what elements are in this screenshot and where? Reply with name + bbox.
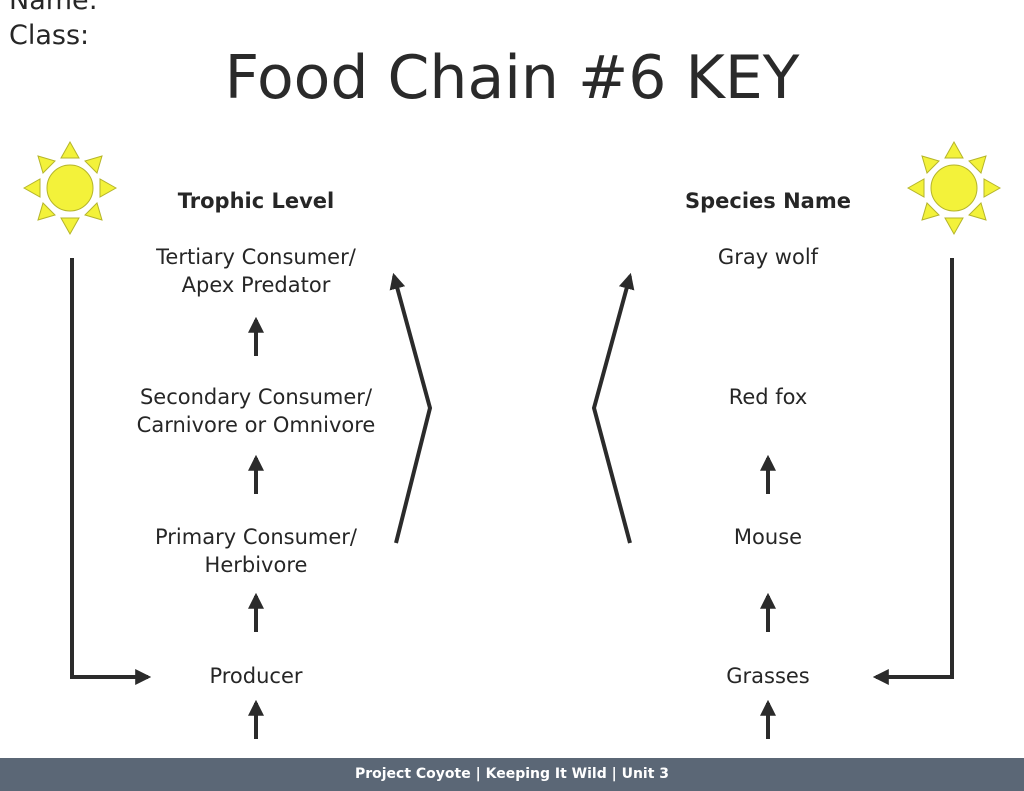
left-chevron-arrow <box>389 272 433 544</box>
sun-to-grasses-connector <box>872 258 954 685</box>
species-name-item: Red fox <box>728 385 808 409</box>
sun-to-producer-connector <box>70 258 152 685</box>
trophic-level-line: Primary Consumer/ <box>155 525 357 549</box>
name-label: Name: <box>9 0 98 16</box>
species-name-item: Grasses <box>726 664 810 688</box>
food-chain-diagram <box>23 141 1001 739</box>
trophic-level-heading: Trophic Level <box>177 189 335 213</box>
trophic-level-primary: Primary Consumer/ Herbivore <box>106 523 406 579</box>
trophic-level-line: Carnivore or Omnivore <box>136 413 376 437</box>
right-chevron-arrow <box>591 272 635 544</box>
page-title: Food Chain #6 KEY <box>224 43 800 113</box>
species-name-heading: Species Name <box>685 189 851 213</box>
trophic-level-line: Apex Predator <box>181 273 331 297</box>
sun-icon-right <box>907 141 1001 235</box>
trophic-level-line: Secondary Consumer/ <box>139 385 373 409</box>
footer-bar: Project Coyote | Keeping It Wild | Unit … <box>0 758 1024 791</box>
species-name-item: Mouse <box>733 525 803 549</box>
footer-text: Project Coyote | Keeping It Wild | Unit … <box>354 766 670 782</box>
species-name-item: Gray wolf <box>717 245 819 269</box>
class-label: Class: <box>9 20 90 51</box>
trophic-level-secondary: Secondary Consumer/ Carnivore or Omnivor… <box>106 383 406 439</box>
trophic-level-line: Tertiary Consumer/ <box>156 245 356 269</box>
trophic-level-line: Herbivore <box>204 553 308 577</box>
sun-icon-left <box>23 141 117 235</box>
trophic-level-tertiary: Tertiary Consumer/ Apex Predator <box>106 243 406 299</box>
trophic-level-producer: Producer <box>106 662 406 690</box>
trophic-level-line: Producer <box>209 664 303 688</box>
